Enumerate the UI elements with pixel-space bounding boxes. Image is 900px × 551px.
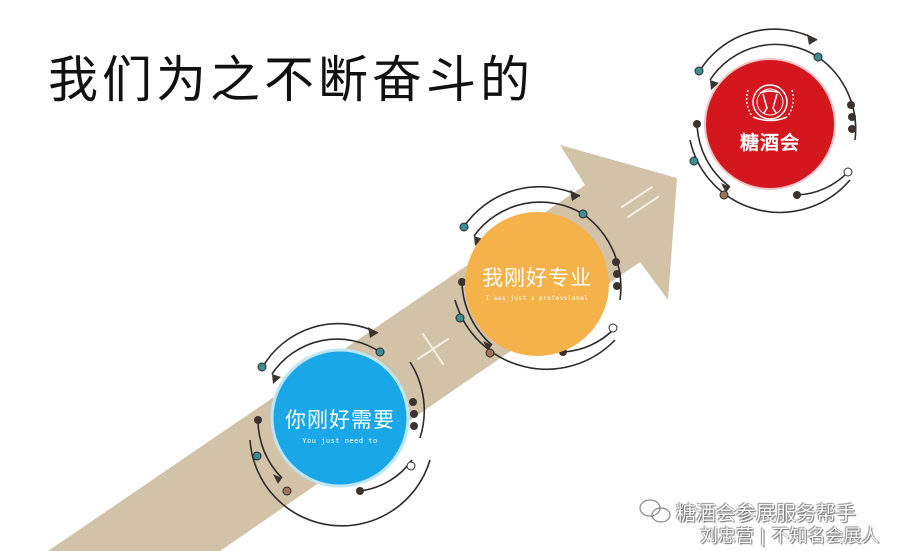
stage-2-label: 我刚好专业 I was just a professional	[470, 262, 604, 302]
stage-1-label-en: You just need to	[302, 437, 378, 445]
wechat-icon	[639, 499, 671, 523]
watermark-line-2: 刘忠营 | 不知名会展人	[700, 526, 880, 547]
tangjiuhui-logo-icon	[745, 84, 795, 122]
watermark-line-1: 糖酒会参展服务帮手	[676, 501, 856, 525]
stage-1-circle	[270, 348, 410, 488]
stage-3-label: 糖酒会	[730, 128, 810, 155]
stage-1-label-cn: 你刚好需要	[285, 408, 395, 432]
slide-title: 我们为之不断奋斗的	[48, 51, 534, 109]
plus-mark-icon	[417, 333, 449, 365]
stage-3-circle	[704, 58, 836, 190]
stage-2-ring-icon	[454, 185, 622, 370]
stage-1-label: 你刚好需要 You just need to	[272, 404, 408, 445]
stage-3-ring-icon	[689, 28, 857, 214]
stage-3-label-cn: 糖酒会	[739, 132, 800, 154]
stage-2-label-cn: 我刚好专业	[482, 266, 592, 290]
equals-mark-icon	[621, 186, 659, 218]
stage-2-circle	[465, 212, 609, 356]
stage-2-label-en: I was just a professional	[485, 295, 589, 302]
